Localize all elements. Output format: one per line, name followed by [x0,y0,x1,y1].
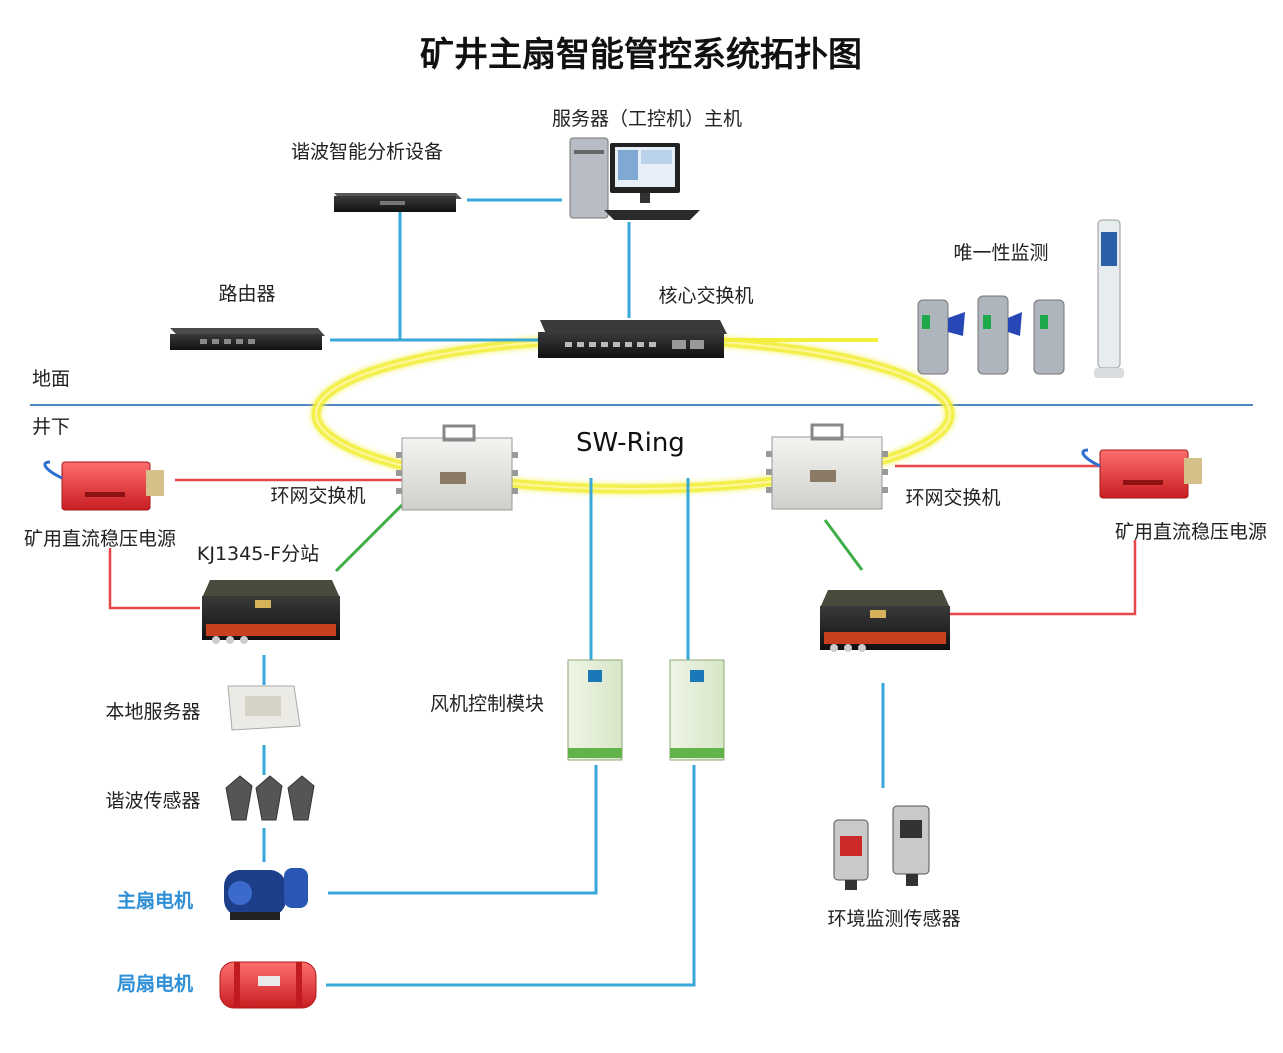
ring-switch-right-label: 环网交换机 [905,487,1000,509]
main-fan-motor-icon [224,868,308,920]
server-label: 服务器（工控机）主机 [552,108,742,130]
uniqueness-label: 唯一性监测 [953,242,1048,264]
fan-control-label: 风机控制模块 [430,693,544,715]
harmonic-analyzer-label: 谐波智能分析设备 [291,141,443,163]
router-label: 路由器 [218,283,275,305]
ring-switch-right-icon [766,423,888,510]
local-server-icon [227,685,301,731]
env-sensor-label: 环境监测传感器 [827,908,960,930]
turnstile-gate-icon [917,295,1065,375]
local-server-label: 本地服务器 [105,701,200,723]
ring-label: SW-Ring [576,428,685,458]
harmonic-sensor-label: 谐波传感器 [105,790,200,812]
ring-switch-left-label: 环网交换机 [270,485,365,507]
power-links [108,464,1137,616]
local-fan-motor-label: 局扇电机 [117,972,193,995]
harmonic-sensor-icon [225,775,315,821]
substation-label: KJ1345-F分站 [197,543,319,565]
harmonic-analyzer-icon [334,193,462,212]
psu-left-icon [43,460,164,511]
diagram-title: 矿井主扇智能管控系统拓扑图 [420,35,862,75]
substation-left-icon [202,580,340,644]
router-icon [170,328,325,350]
core-switch-icon [538,320,727,358]
local-fan-motor-icon [219,961,317,1009]
psu-left-label: 矿用直流稳压电源 [24,528,176,550]
zone-ground-label: 地面 [32,368,70,390]
zone-underground-label: 井下 [32,416,70,438]
substation-right-icon [820,590,950,652]
psu-right-label: 矿用直流稳压电源 [1115,521,1267,543]
ring-switch-left-icon [396,424,518,511]
psu-right-icon [1081,448,1202,499]
kiosk-terminal-icon [1094,219,1124,378]
environment-sensor-icon [833,805,930,890]
main-fan-motor-label: 主扇电机 [117,889,193,912]
ethernet-links [262,198,885,987]
server-icon [569,137,700,220]
fan-control-cabinet-icon [567,659,725,761]
core-switch-label: 核心交换机 [658,285,753,307]
wireless-links [334,503,864,573]
